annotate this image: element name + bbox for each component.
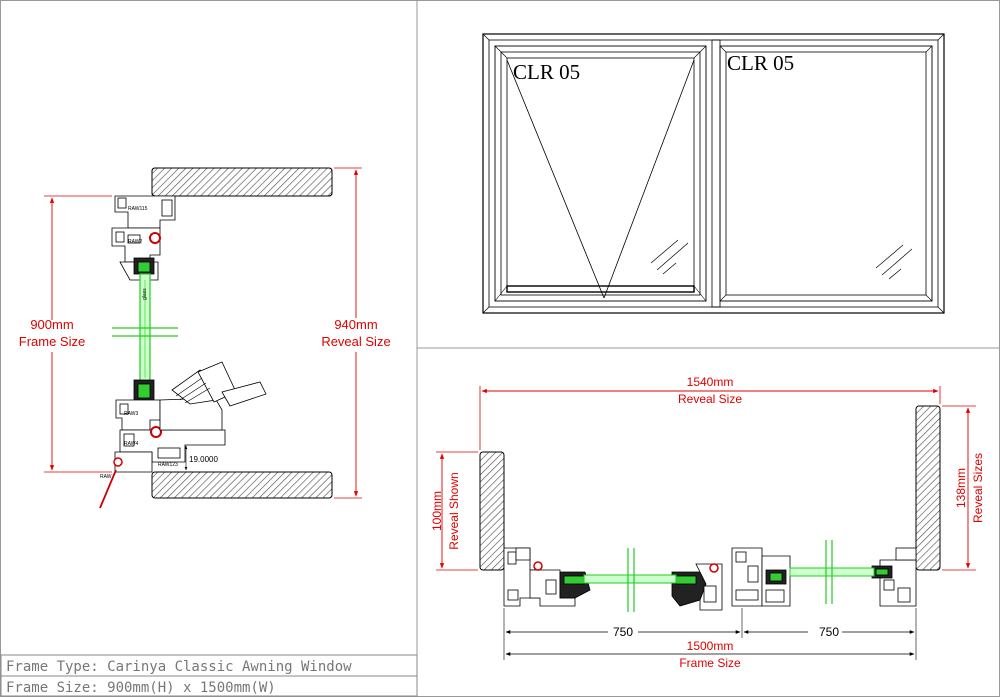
reveal-right-value: 138mm (954, 468, 968, 508)
head-profile: RAW115 RAW2 (111, 195, 176, 281)
left-jamb-profile (503, 547, 591, 607)
frame-size-value: 900mm (30, 317, 73, 332)
reveal-right-caption: Reveal Sizes (971, 453, 985, 523)
dim-reveal-size-vertical: 940mm Reveal Size (321, 167, 391, 499)
small-dimension: 19.0000 (189, 455, 218, 464)
left-pane-label: CLR 05 (513, 60, 580, 84)
reveal-size-caption: Reveal Size (321, 334, 390, 349)
right-jamb-profile (871, 547, 917, 607)
right-fixed-pane: CLR 05 (719, 45, 933, 302)
profile-code-2: RAW2 (128, 239, 142, 245)
window-elevation: CLR 05 CLR 05 (482, 33, 945, 314)
reveal-shown-value: 100mm (430, 491, 444, 531)
half-right-value: 750 (819, 625, 839, 639)
frame-type-text: Frame Type: Carinya Classic Awning Windo… (6, 659, 352, 675)
horizontal-section: 1540mm Reveal Size 100mm Reveal Shown 13… (430, 375, 985, 670)
dim-halves: 750 750 (503, 608, 917, 660)
sill-profile: RAW3 RAW4 RAW123 (113, 361, 267, 473)
right-pane-label: CLR 05 (727, 51, 794, 75)
glass-pane: glass (112, 273, 178, 385)
dim-frame-size-vertical: 900mm Frame Size (19, 195, 112, 473)
title-block: Frame Type: Carinya Classic Awning Windo… (0, 654, 418, 697)
dim-reveal-shown: 100mm Reveal Shown (430, 451, 478, 571)
dim-19: 19.0000 (184, 445, 218, 471)
frame-total-caption: Frame Size (679, 656, 741, 670)
sash-meeting-profiles (671, 547, 791, 611)
dim-reveal-total: 1540mm Reveal Size (479, 375, 941, 450)
sill-wall (151, 471, 333, 499)
frame-size-caption: Frame Size (19, 334, 85, 349)
profile-code-4: RAW4 (124, 441, 138, 447)
reveal-shown-caption: Reveal Shown (447, 472, 461, 549)
reveal-total-caption: Reveal Size (678, 392, 742, 406)
profile-code-5: RAW123 (158, 462, 178, 468)
reveal-size-value: 940mm (334, 317, 377, 332)
frame-size-text: Frame Size: 900mm(H) x 1500mm(W) (6, 680, 276, 696)
dim-frame-total: 1500mm Frame Size (505, 639, 915, 670)
half-left-value: 750 (613, 625, 633, 639)
left-awning-sash: CLR 05 (494, 45, 707, 302)
left-jamb-wall (479, 451, 505, 571)
profile-code-3: RAW3 (124, 411, 138, 417)
horizontal-glass (583, 540, 875, 612)
right-jamb-wall (915, 405, 941, 571)
profile-code-1: RAW115 (128, 206, 148, 212)
head-wall (151, 167, 333, 197)
reveal-total-value: 1540mm (687, 375, 734, 389)
dim-reveal-right: 138mm Reveal Sizes (942, 405, 985, 571)
glass-note: glass (142, 288, 148, 300)
frame-total-value: 1500mm (687, 639, 734, 653)
vertical-section: RAW115 RAW2 glass (19, 167, 391, 509)
svg-text:RAW: RAW (100, 474, 112, 480)
